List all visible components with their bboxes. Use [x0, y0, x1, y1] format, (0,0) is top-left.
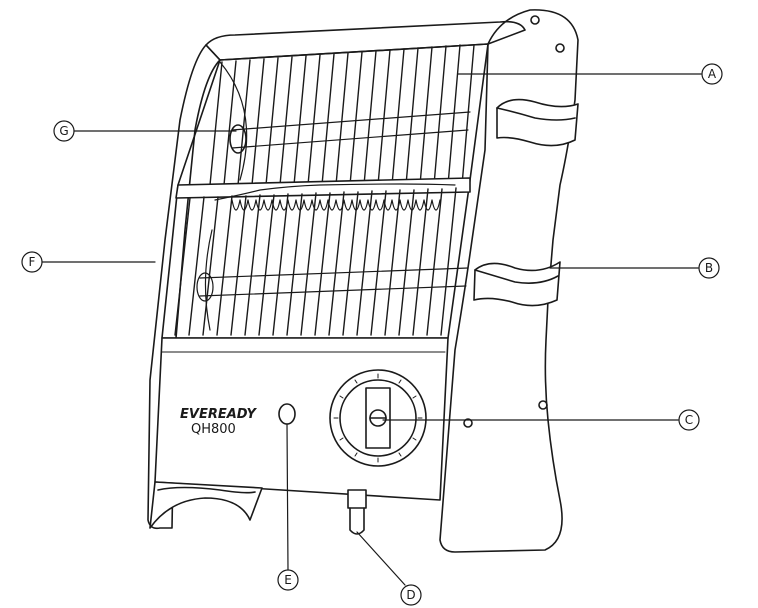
- lower-bracket: [473, 261, 561, 307]
- base-foot-left: [149, 481, 263, 529]
- callout-label-G: G: [59, 124, 68, 138]
- callout-label-A: A: [708, 67, 717, 81]
- upper-grille: [209, 44, 475, 186]
- callout-circle-A: [701, 63, 723, 85]
- callout-label-D: D: [406, 588, 415, 602]
- lower-grille: [174, 187, 457, 336]
- callout-label-E: E: [284, 573, 292, 587]
- upper-bracket: [496, 98, 579, 147]
- left-side-frame: [147, 44, 221, 530]
- dial-ticks: [333, 373, 423, 463]
- callout-label-C: C: [685, 413, 693, 427]
- callout-circle-F: [21, 251, 43, 273]
- leader-E: [286, 423, 289, 571]
- leader-D: [356, 531, 406, 586]
- leader-lines: [41, 73, 702, 586]
- heating-coil: [196, 183, 469, 331]
- indicator-light: [278, 403, 296, 425]
- screw-hole: [555, 43, 565, 53]
- model-number: QH800: [191, 422, 236, 437]
- callout-circle-B: [698, 257, 720, 279]
- brand-name: EVEREADY: [180, 407, 258, 422]
- heating-element-upper: [231, 111, 471, 149]
- screw-hole: [538, 400, 548, 410]
- top-frame: [205, 20, 526, 61]
- callout-circle-E: [277, 569, 299, 591]
- tip-over-switch: [347, 489, 367, 535]
- callout-label-F: F: [29, 255, 36, 269]
- callout-circle-G: [53, 120, 75, 142]
- callout-label-B: B: [705, 261, 713, 275]
- screw-hole: [530, 15, 540, 25]
- thermostat-dial[interactable]: [329, 369, 427, 467]
- callout-circle-D: [400, 584, 422, 606]
- screw-hole: [463, 418, 473, 428]
- callout-circle-C: [678, 409, 700, 431]
- middle-divider: [175, 177, 471, 199]
